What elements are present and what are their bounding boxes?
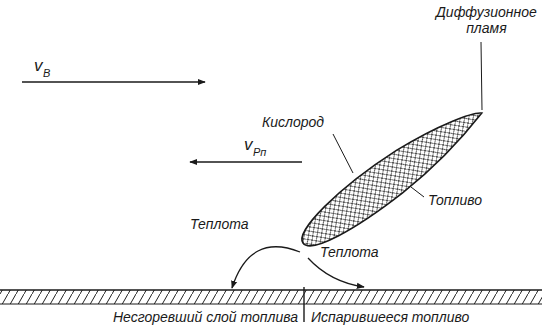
velocity-subscript: В bbox=[43, 67, 50, 80]
heat-arrow bbox=[308, 258, 364, 287]
flame-label: Диффузионное пламя bbox=[436, 4, 537, 36]
velocity-symbol: v bbox=[244, 135, 253, 155]
spread-arrow bbox=[190, 161, 302, 163]
leader-line bbox=[333, 134, 353, 173]
heat-label: Теплота bbox=[320, 244, 379, 260]
layer-label: Испарившееся топливо bbox=[311, 309, 469, 325]
layer-bottom bbox=[0, 304, 542, 305]
heat-arrow bbox=[232, 247, 300, 288]
velocity-subscript: Рп bbox=[253, 146, 266, 159]
layer-surface bbox=[0, 289, 542, 291]
boundary-tick bbox=[303, 287, 304, 322]
heat-label: Теплота bbox=[190, 216, 249, 232]
oxygen-label: Кислород bbox=[262, 114, 324, 130]
velocity-symbol: v bbox=[34, 56, 43, 76]
wind-arrow bbox=[22, 81, 205, 83]
leader-line bbox=[481, 42, 482, 110]
layer-label: Несгоревший слой топлива bbox=[113, 309, 298, 325]
fuel-layer bbox=[0, 290, 542, 304]
fuel-label: Топливо bbox=[428, 192, 482, 208]
leader-line bbox=[411, 187, 424, 197]
